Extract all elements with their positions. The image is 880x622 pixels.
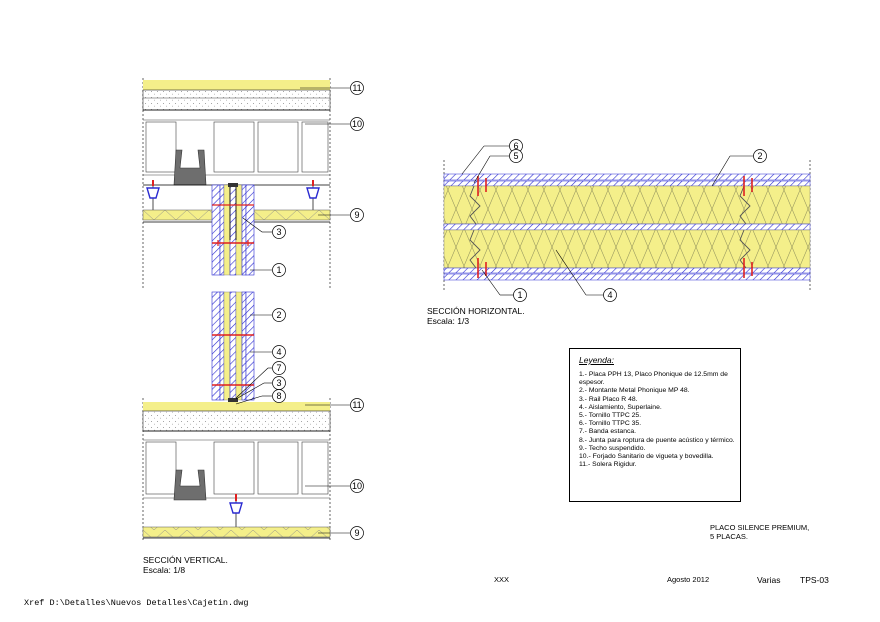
svg-text:10: 10 bbox=[352, 481, 362, 491]
rigidur-screed-top bbox=[143, 80, 330, 90]
svg-text:4: 4 bbox=[607, 290, 612, 300]
product-name-line1: PLACO SILENCE PREMIUM, bbox=[710, 523, 810, 532]
legend-title: Leyenda: bbox=[579, 355, 614, 365]
legend-item: 4.- Aislamiento, Superlaine. bbox=[579, 403, 662, 411]
svg-text:7: 7 bbox=[276, 363, 281, 373]
drawing-category: Varias bbox=[757, 575, 781, 585]
insulation-band-1 bbox=[443, 185, 811, 225]
svg-text:11: 11 bbox=[352, 400, 361, 410]
callout-10-bottom: 10 bbox=[350, 479, 364, 493]
drawing-date: Agosto 2012 bbox=[667, 575, 710, 584]
callout-2-h: 2 bbox=[753, 149, 767, 163]
legend-item: 10.- Forjado Sanitario de vigueta y bove… bbox=[579, 453, 714, 461]
drawing-code: TPS-03 bbox=[800, 575, 829, 585]
svg-text:11: 11 bbox=[352, 83, 361, 93]
board-layer-4 bbox=[443, 267, 811, 274]
vertical-leaders bbox=[235, 87, 350, 534]
drawing-ref: XXX bbox=[494, 575, 510, 584]
legend-list: 1.- Placa PPH 13, Placo Phonique de 12.5… bbox=[579, 371, 735, 469]
ceiling-hanger-left bbox=[146, 180, 160, 210]
svg-text:2: 2 bbox=[276, 310, 281, 320]
legend-item: 9.- Techo suspendido. bbox=[579, 444, 646, 452]
legend-box: Leyenda: 1.- Placa PPH 13, Placo Phoniqu… bbox=[569, 348, 741, 502]
callout-5-h: 5 bbox=[509, 149, 523, 163]
horizontal-section-title: SECCIÓN HORIZONTAL. bbox=[427, 306, 525, 316]
xref-path: Xref D:\Detalles\Nuevos Detalles\Cajetin… bbox=[24, 598, 249, 608]
svg-text:6: 6 bbox=[513, 141, 518, 151]
horizontal-section-scale: Escala: 1/3 bbox=[427, 316, 469, 326]
callout-1: 1 bbox=[272, 263, 286, 277]
callout-10-top: 10 bbox=[350, 117, 364, 131]
svg-text:8: 8 bbox=[276, 391, 281, 401]
bovedilla-blocks-lower bbox=[143, 439, 330, 499]
bovedilla-blocks-upper bbox=[143, 119, 330, 176]
callout-3-bottom: 3 bbox=[272, 376, 286, 390]
horizontal-section: 6 5 2 1 4 SECCIÓN HORIZONTAL. Escala: 1/… bbox=[427, 139, 811, 326]
ceiling-hanger-right bbox=[306, 180, 320, 210]
product-name-line2: 5 PLACAS. bbox=[710, 532, 748, 541]
vertical-section-scale: Escala: 1/8 bbox=[143, 565, 185, 575]
horizontal-leaders bbox=[461, 145, 754, 296]
svg-text:1: 1 bbox=[276, 265, 281, 275]
callout-11-top: 11 bbox=[350, 81, 364, 95]
svg-text:2: 2 bbox=[757, 151, 762, 161]
svg-text:3: 3 bbox=[276, 227, 281, 237]
board-layer-3 bbox=[443, 223, 811, 231]
callout-11-bottom: 11 bbox=[350, 398, 364, 412]
insulation-band-2 bbox=[443, 229, 811, 269]
slab-layer-upper bbox=[142, 89, 331, 111]
svg-text:3: 3 bbox=[276, 378, 281, 388]
legend-item: 7.- Banda estanca. bbox=[579, 428, 637, 436]
vertical-section-title: SECCIÓN VERTICAL. bbox=[143, 555, 228, 565]
suspended-ceiling-lower bbox=[142, 526, 331, 538]
legend-item: 5.- Tornillo TTPC 25. bbox=[579, 412, 642, 420]
partition-wall-upper bbox=[211, 183, 255, 276]
callout-4: 4 bbox=[272, 345, 286, 359]
partition-wall-lower bbox=[211, 291, 255, 402]
joist-lower bbox=[173, 469, 207, 501]
callout-7: 7 bbox=[272, 361, 286, 375]
callout-3-top: 3 bbox=[272, 225, 286, 239]
board-layer-1 bbox=[443, 173, 811, 181]
slab-layer-lower bbox=[142, 410, 331, 432]
legend-item: 1.- Placa PPH 13, Placo Phonique de 12.5… bbox=[579, 371, 728, 387]
svg-text:4: 4 bbox=[276, 347, 281, 357]
callout-1-h: 1 bbox=[513, 288, 527, 302]
ceiling-hanger-center bbox=[229, 494, 243, 528]
callout-8: 8 bbox=[272, 389, 286, 403]
vertical-section: 11 10 9 3 1 2 4 7 3 8 11 10 9 SECCIÓN VE… bbox=[142, 78, 364, 575]
legend-item: 8.- Junta para roptura de puente acústic… bbox=[579, 436, 735, 444]
callout-4-h: 4 bbox=[603, 288, 617, 302]
legend-item: 6.- Tornillo TTPC 35. bbox=[579, 420, 642, 428]
legend-item: 3.- Rail Placo R 48. bbox=[579, 395, 638, 403]
metal-studs bbox=[469, 185, 751, 269]
board-layer-5 bbox=[443, 273, 811, 281]
legend-item: 11.- Solera Rigidur. bbox=[579, 461, 637, 469]
lower-slab-assembly bbox=[142, 398, 331, 540]
legend-item: 2.- Montante Metal Phonique MP 48. bbox=[579, 387, 690, 395]
svg-text:9: 9 bbox=[354, 528, 359, 538]
callout-9-top: 9 bbox=[350, 208, 364, 222]
screws bbox=[477, 176, 753, 278]
board-layer-2 bbox=[443, 180, 811, 187]
callout-2: 2 bbox=[272, 308, 286, 322]
svg-text:10: 10 bbox=[352, 119, 362, 129]
callout-9-bottom: 9 bbox=[350, 526, 364, 540]
rigidur-screed-lower bbox=[143, 402, 330, 411]
joist-upper bbox=[173, 149, 207, 186]
svg-text:1: 1 bbox=[517, 290, 522, 300]
svg-text:9: 9 bbox=[354, 210, 359, 220]
svg-text:5: 5 bbox=[513, 151, 518, 161]
vertical-callouts: 11 10 9 3 1 2 4 7 3 8 11 10 9 bbox=[272, 81, 364, 540]
